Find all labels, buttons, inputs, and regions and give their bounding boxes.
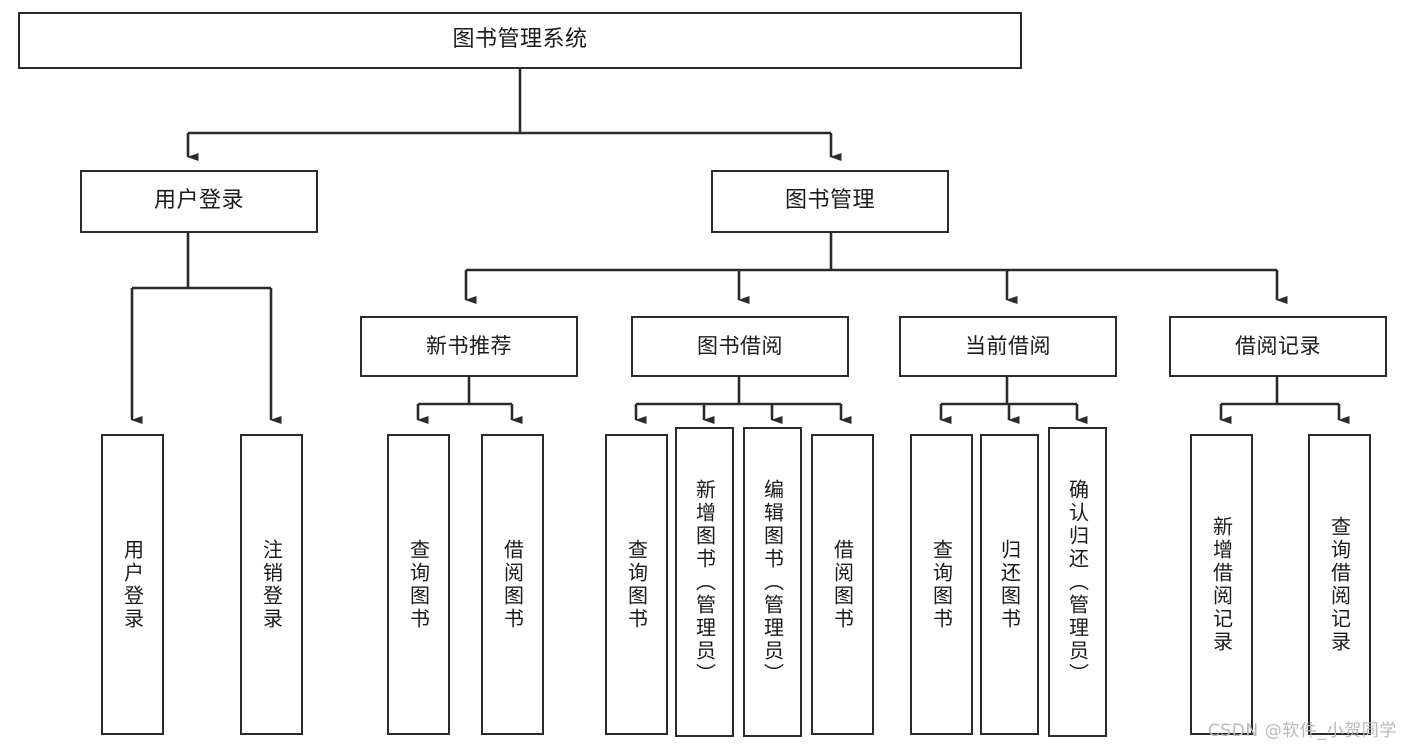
node-leaf-edit-book[interactable]: 编辑图书（管理员） [743, 427, 802, 737]
node-label: 查询图书 [929, 538, 954, 631]
node-book-management[interactable]: 图书管理 [711, 170, 949, 233]
node-leaf-add-book[interactable]: 新增图书（管理员） [675, 427, 734, 737]
node-label: 归还图书 [997, 538, 1022, 631]
node-leaf-query-book-recommend[interactable]: 查询图书 [387, 434, 450, 735]
node-leaf-logout-login[interactable]: 注销登录 [240, 434, 303, 735]
node-leaf-add-borrow-record[interactable]: 新增借阅记录 [1190, 434, 1253, 735]
node-label: 确认归还（管理员） [1065, 478, 1090, 686]
node-leaf-borrow-book-recommend[interactable]: 借阅图书 [481, 434, 544, 735]
node-new-book-recommend[interactable]: 新书推荐 [360, 316, 578, 377]
node-leaf-query-borrow-record[interactable]: 查询借阅记录 [1308, 434, 1371, 735]
node-leaf-query-book-current[interactable]: 查询图书 [910, 434, 973, 735]
node-label: 注销登录 [259, 538, 284, 631]
node-label: 借阅记录 [1235, 333, 1321, 358]
node-label: 借阅图书 [830, 538, 855, 631]
node-book-borrow[interactable]: 图书借阅 [631, 316, 849, 377]
node-leaf-query-book-borrow[interactable]: 查询图书 [605, 434, 668, 735]
watermark-csdn: CSDN @软件_小贺同学 [1207, 721, 1397, 741]
node-label: 图书管理系统 [452, 27, 588, 53]
node-label: 图书管理 [784, 188, 875, 214]
node-label: 查询图书 [624, 538, 649, 631]
node-borrow-record[interactable]: 借阅记录 [1169, 316, 1387, 377]
node-leaf-user-login[interactable]: 用户登录 [101, 434, 164, 735]
node-leaf-return-book[interactable]: 归还图书 [980, 434, 1039, 735]
node-label: 新书推荐 [426, 333, 512, 358]
node-root-book-management-system[interactable]: 图书管理系统 [18, 12, 1022, 69]
node-label: 图书借阅 [697, 333, 783, 358]
node-label: 当前借阅 [965, 333, 1051, 358]
node-label: 借阅图书 [500, 538, 525, 631]
node-label: 用户登录 [120, 538, 145, 631]
node-user-login[interactable]: 用户登录 [80, 170, 318, 233]
node-current-borrow[interactable]: 当前借阅 [899, 316, 1117, 377]
node-leaf-confirm-return[interactable]: 确认归还（管理员） [1048, 427, 1107, 737]
node-label: 查询图书 [406, 538, 431, 631]
node-label: 新增图书（管理员） [692, 478, 717, 686]
node-label: 新增借阅记录 [1209, 515, 1234, 654]
node-leaf-borrow-book-borrow[interactable]: 借阅图书 [811, 434, 874, 735]
node-label: 用户登录 [153, 188, 244, 214]
node-label: 查询借阅记录 [1327, 515, 1352, 654]
node-label: 编辑图书（管理员） [760, 478, 785, 686]
